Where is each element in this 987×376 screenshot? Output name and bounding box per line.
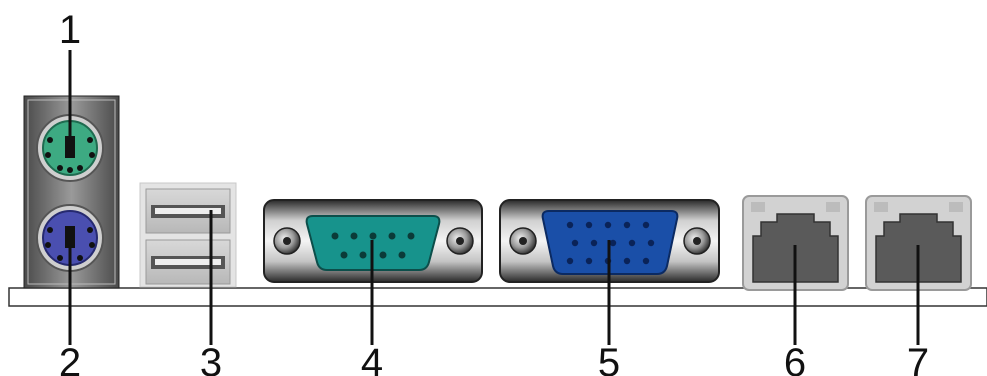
leader-lines bbox=[68, 50, 920, 345]
panel-outline bbox=[8, 287, 987, 307]
lan-port-2-icon bbox=[865, 195, 972, 291]
callout-7: 7 bbox=[907, 341, 929, 376]
callout-1: 1 bbox=[59, 8, 81, 52]
callout-4: 4 bbox=[361, 341, 383, 376]
usb-ports-icon bbox=[139, 182, 237, 288]
callout-3: 3 bbox=[200, 341, 222, 376]
callout-2: 2 bbox=[59, 341, 81, 376]
callout-6: 6 bbox=[784, 341, 806, 376]
callout-5: 5 bbox=[598, 341, 620, 376]
